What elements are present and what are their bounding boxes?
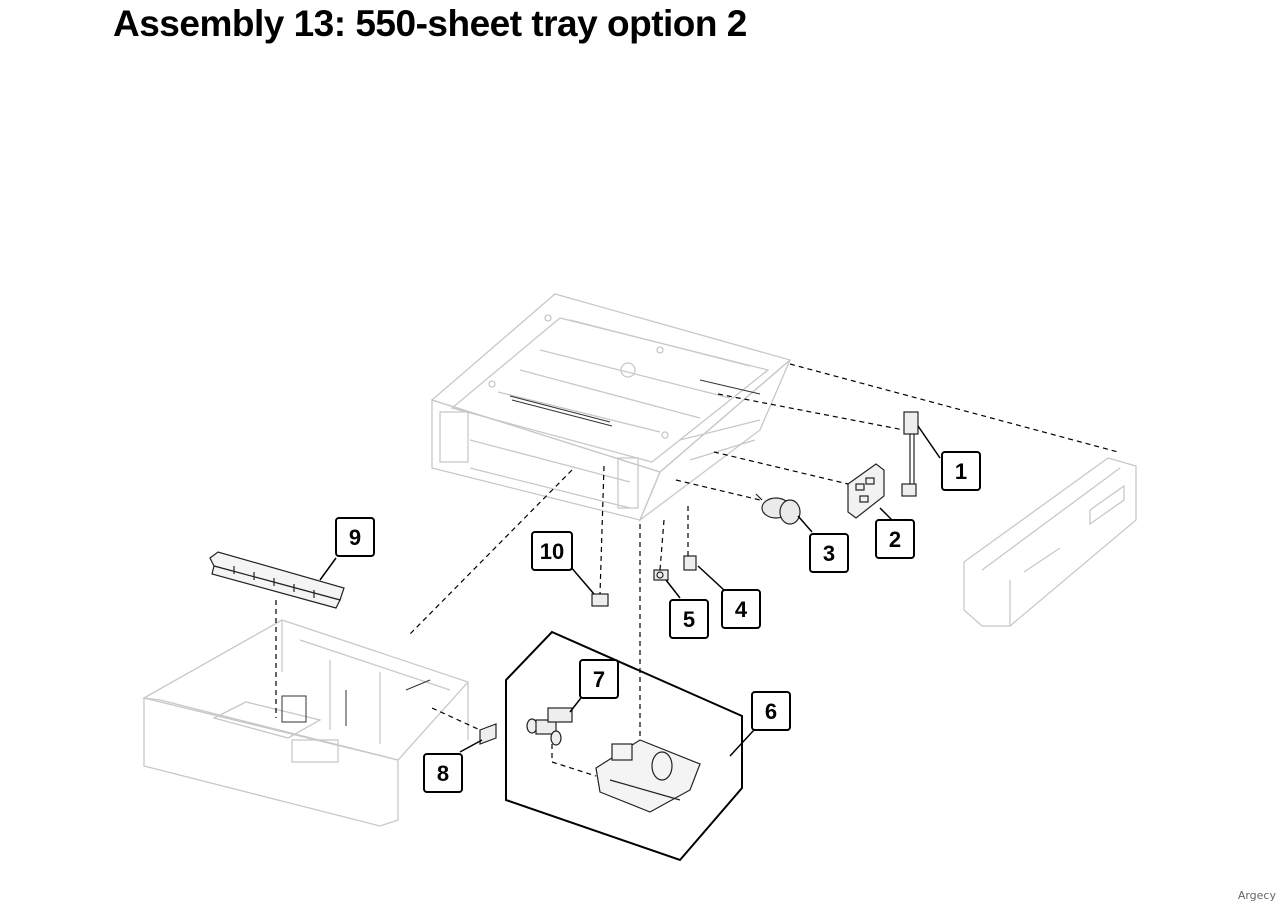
callout-9-label: 9 xyxy=(349,525,361,550)
callout-5: 5 xyxy=(669,599,709,639)
dashed-leader-lines xyxy=(275,363,1119,777)
paper-tray-drawer xyxy=(142,619,470,827)
part-6-inset-frame xyxy=(505,630,743,862)
tray-base-details xyxy=(509,379,761,427)
callout-1: 1 xyxy=(941,451,981,491)
callout-3-label: 3 xyxy=(823,541,835,566)
callout-2: 2 xyxy=(875,519,915,559)
callout-4: 4 xyxy=(721,589,761,629)
callout-8: 8 xyxy=(423,753,463,793)
part-8-pad xyxy=(479,723,497,745)
callout-4-label: 4 xyxy=(735,597,748,622)
right-side-cover xyxy=(963,457,1137,627)
callout-5-label: 5 xyxy=(683,607,695,632)
part-6-pick-assembly xyxy=(595,739,701,813)
callout-10: 10 xyxy=(531,531,573,571)
part-2-board xyxy=(847,463,885,519)
watermark-text: Argecy xyxy=(1237,889,1276,902)
part-9-bracket xyxy=(209,551,345,609)
part-10-sensor xyxy=(591,593,609,607)
part-5-clutch xyxy=(653,569,669,581)
callout-7-label: 7 xyxy=(593,667,605,692)
callout-9: 9 xyxy=(335,517,375,557)
part-4-block xyxy=(683,555,697,571)
paper-tray-details xyxy=(281,679,431,726)
callout-3: 3 xyxy=(809,533,849,573)
part-7-rollers xyxy=(526,707,573,746)
tray-base-unit xyxy=(430,293,792,522)
page-title: Assembly 13: 550-sheet tray option 2 xyxy=(113,3,747,44)
callout-1-label: 1 xyxy=(955,459,967,484)
callout-6: 6 xyxy=(751,691,791,731)
callout-2-label: 2 xyxy=(889,527,901,552)
callout-7: 7 xyxy=(579,659,619,699)
callout-8-label: 8 xyxy=(437,761,449,786)
callout-6-label: 6 xyxy=(765,699,777,724)
part-3-motor xyxy=(755,493,801,525)
part-1-sensor-harness xyxy=(901,411,919,497)
callout-leaders xyxy=(319,425,941,757)
callout-10-label: 10 xyxy=(540,539,564,564)
